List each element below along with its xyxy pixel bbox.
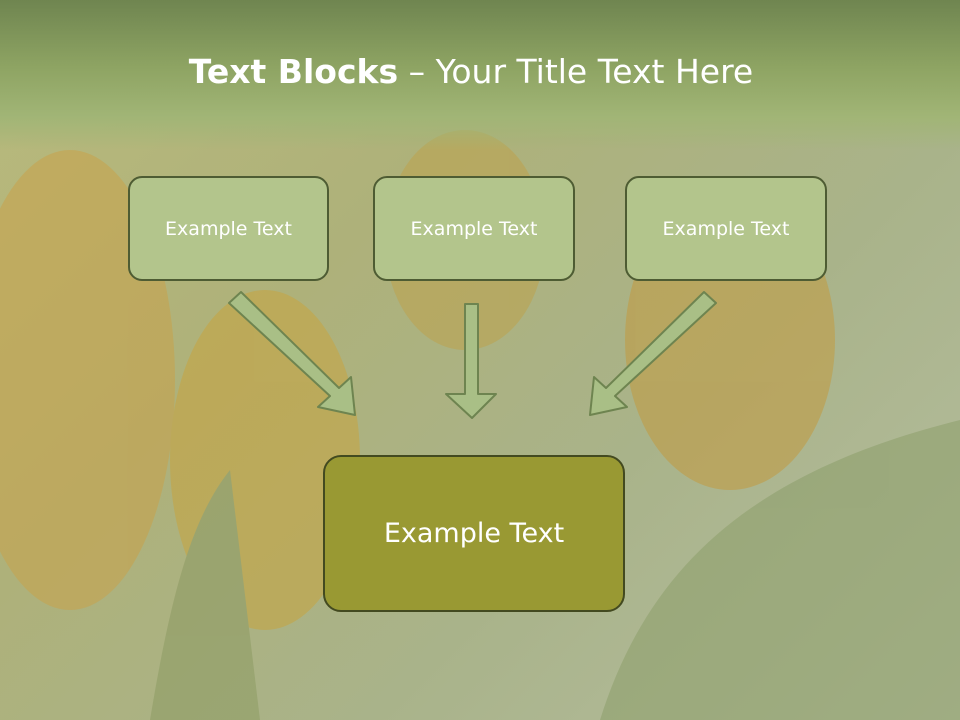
text-block-bottom: Example Text xyxy=(323,455,625,612)
text-block-top-right: Example Text xyxy=(625,176,827,281)
text-block-top-left: Example Text xyxy=(128,176,329,281)
text-block-bottom-label: Example Text xyxy=(383,518,565,549)
title-separator: – xyxy=(398,52,436,91)
tulip-stem xyxy=(150,470,260,720)
title-strong: Text Blocks xyxy=(188,52,399,91)
text-block-top-left-label: Example Text xyxy=(165,217,292,240)
text-block-top-center: Example Text xyxy=(373,176,575,281)
title-bar xyxy=(0,0,960,150)
text-block-top-center-label: Example Text xyxy=(410,217,538,240)
tulip-leaf xyxy=(600,420,960,720)
text-block-top-right-label: Example Text xyxy=(662,217,790,240)
title-rest: Your Title Text Here xyxy=(435,52,754,91)
slide-title: Text Blocks – Your Title Text Here xyxy=(0,52,942,91)
